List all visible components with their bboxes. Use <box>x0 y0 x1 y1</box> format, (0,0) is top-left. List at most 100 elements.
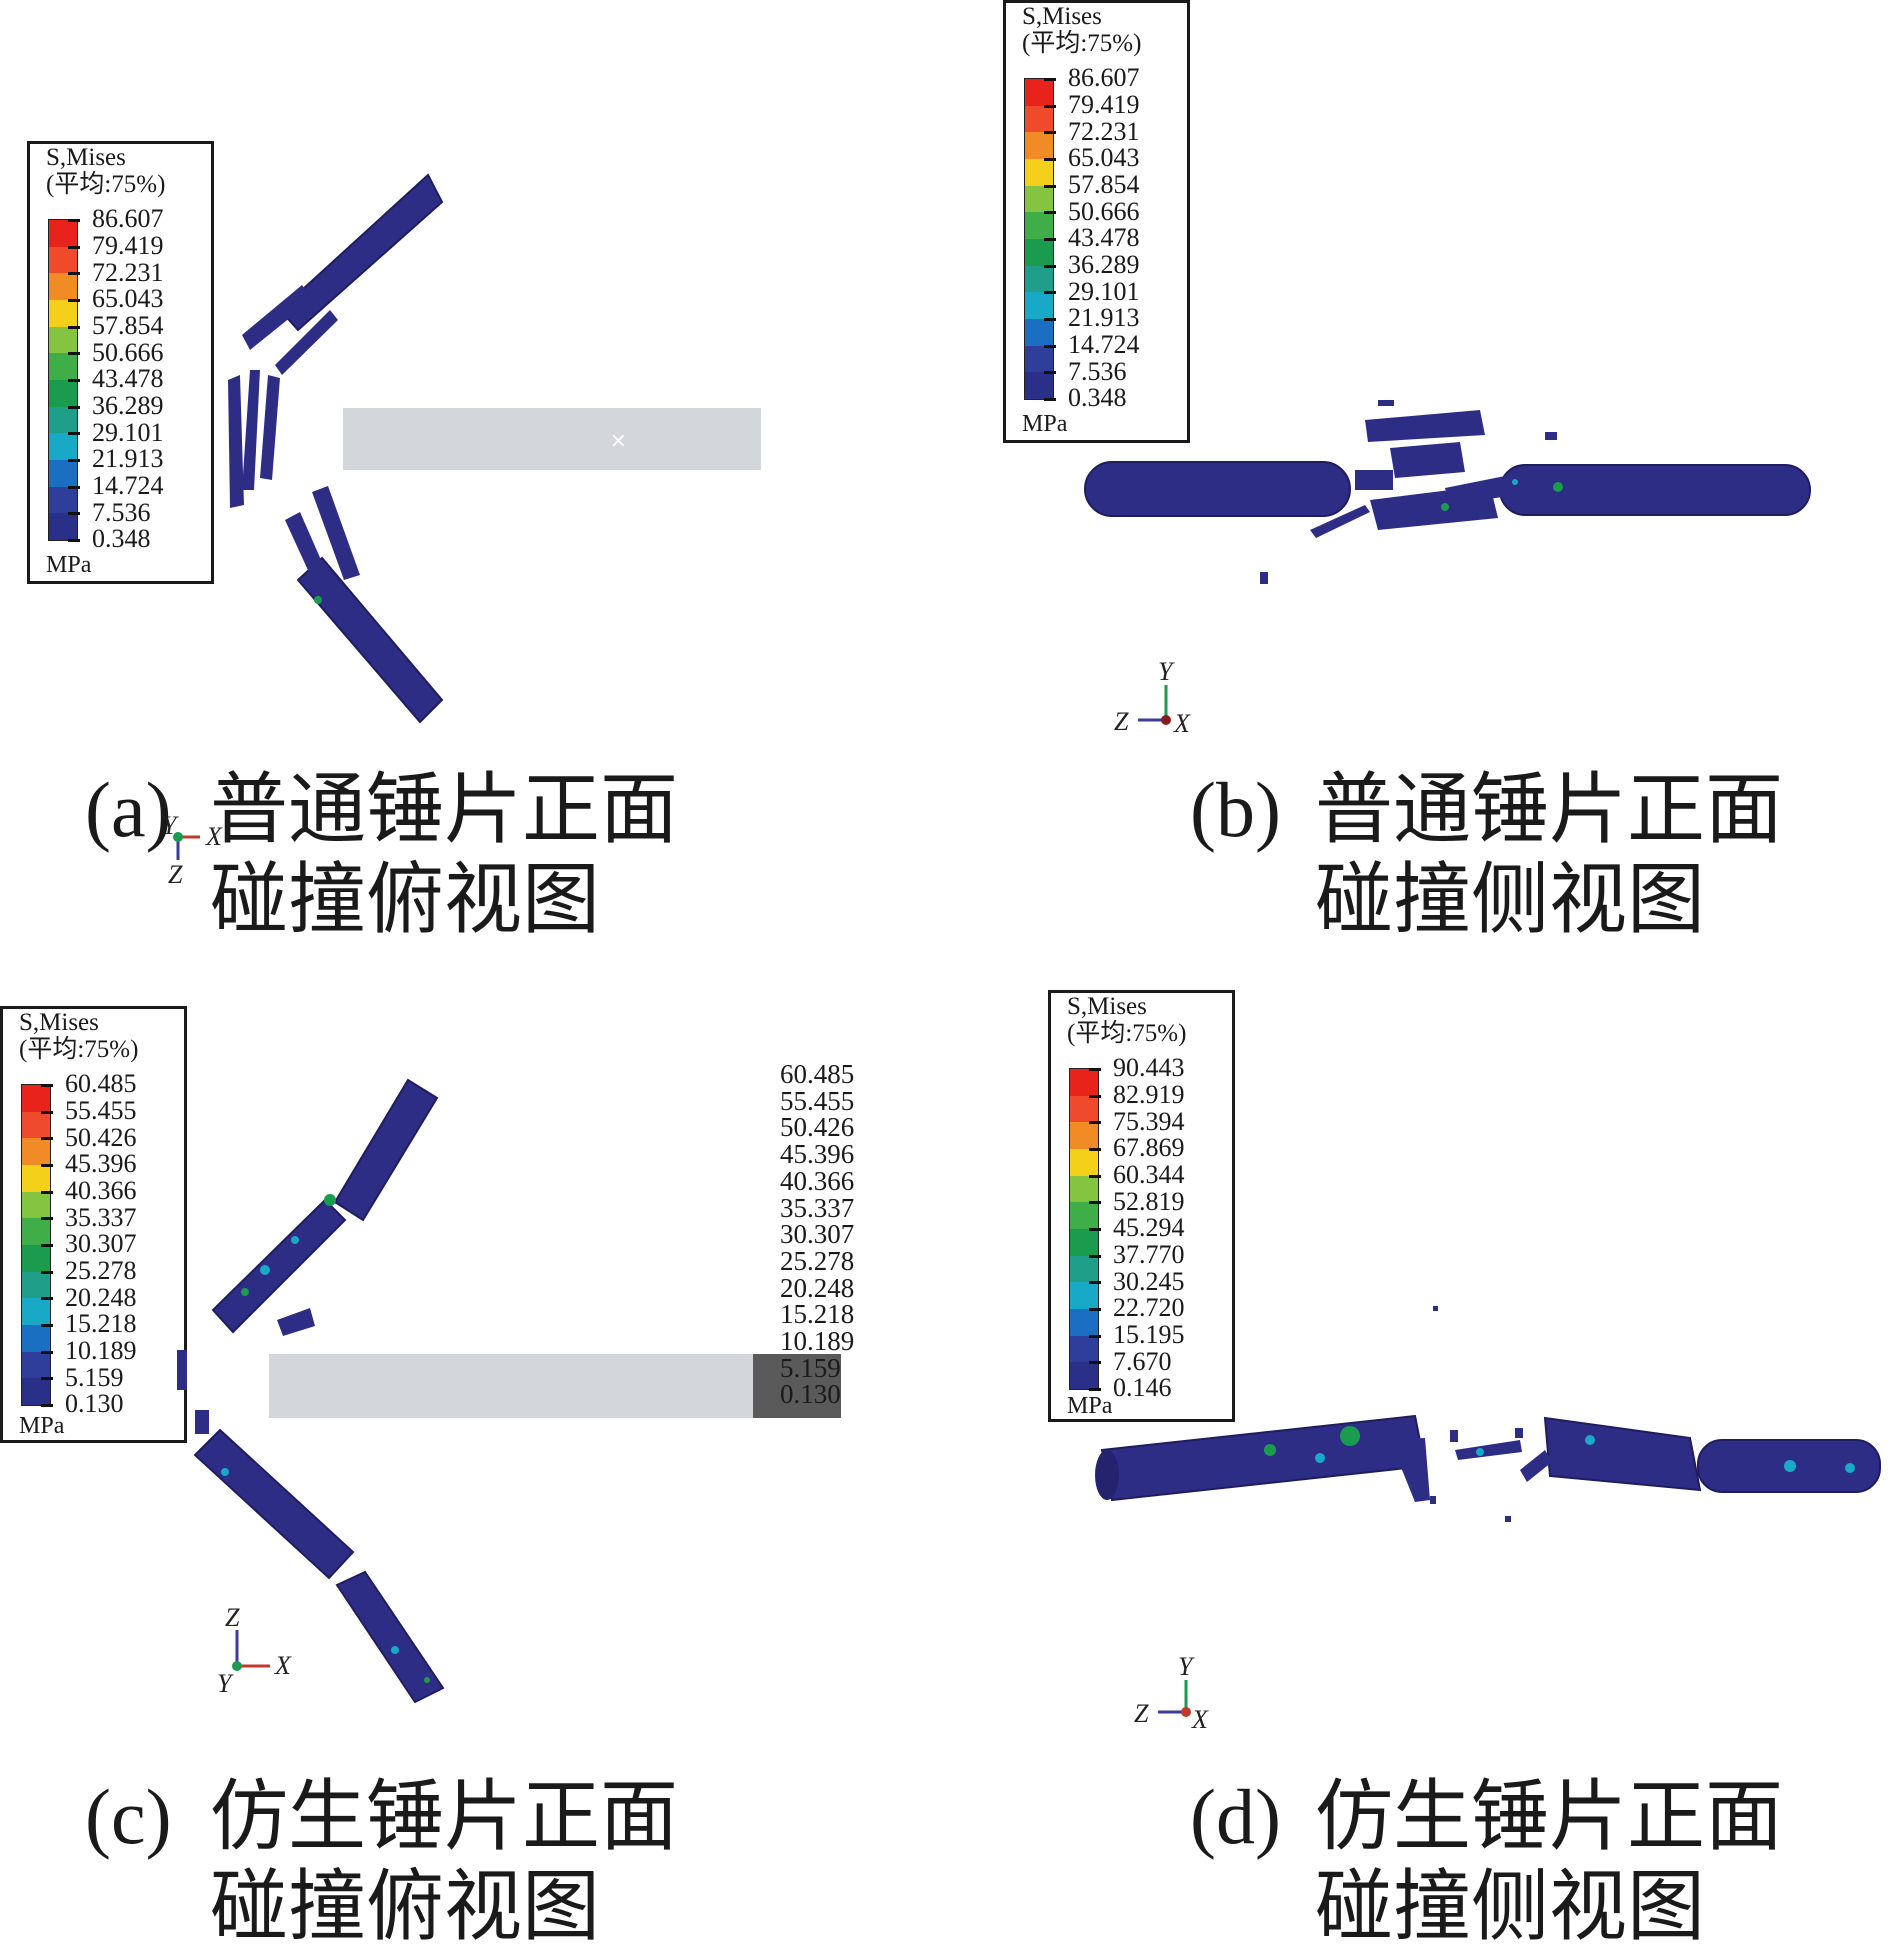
scale-tick <box>68 405 80 409</box>
color-band <box>1070 1202 1098 1230</box>
caption-line1: 仿生锤片正面 <box>1315 1773 1784 1860</box>
legend-value: 22.720 <box>1113 1293 1185 1322</box>
axis-label: X <box>1191 1705 1209 1734</box>
legend-value: 79.419 <box>1068 90 1140 119</box>
stress-spot <box>1315 1453 1325 1463</box>
hammer-fragment <box>1545 432 1557 440</box>
axis-label: Z <box>1134 1699 1149 1728</box>
scale-tick <box>1044 184 1056 188</box>
hammer-fragment <box>1450 1430 1458 1442</box>
legend-value: 30.307 <box>65 1229 137 1258</box>
color-band <box>22 1165 50 1193</box>
stress-spot <box>241 1288 249 1296</box>
color-band <box>49 220 77 248</box>
legend-value: 14.724 <box>1068 330 1140 359</box>
color-band <box>1025 105 1053 133</box>
color-band <box>22 1218 50 1246</box>
legend-title: S,Mises <box>46 144 126 171</box>
legend-value: 30.245 <box>1113 1267 1185 1296</box>
stress-legend-c: S,Mises (平均:75%) 60.485 55.455 50.426 45… <box>0 1006 187 1443</box>
scale-tick <box>41 1084 53 1087</box>
color-band <box>49 380 77 408</box>
hammer-right-inner <box>1543 1416 1702 1492</box>
axis-triad-a: Y X Z <box>162 811 223 889</box>
legend-value: 75.394 <box>1113 1107 1185 1136</box>
hammer-fragment <box>260 375 280 480</box>
legend-value: 29.101 <box>1068 277 1140 306</box>
legend-value: 45.396 <box>65 1149 137 1178</box>
scale-tick <box>1044 238 1056 241</box>
stress-spot <box>221 1468 229 1476</box>
scale-value: 20.248 <box>780 1272 855 1303</box>
legend-value: 7.670 <box>1113 1347 1172 1376</box>
hammer-fragment <box>1378 400 1394 406</box>
legend-unit: MPa <box>1022 411 1068 437</box>
scale-tick <box>1044 398 1056 401</box>
scale-tick <box>41 1244 53 1247</box>
hammer-upper <box>333 1078 439 1222</box>
scale-tick <box>68 299 80 302</box>
color-band <box>1025 345 1053 373</box>
color-band <box>22 1138 50 1166</box>
legend-value: 15.218 <box>65 1309 137 1338</box>
scale-value: 30.307 <box>780 1219 855 1250</box>
scale-value: 35.337 <box>780 1192 855 1223</box>
legend-value: 52.819 <box>1113 1187 1185 1216</box>
stress-spot <box>324 1194 336 1206</box>
color-scale-bar <box>48 219 78 541</box>
scale-value: 60.485 <box>780 1059 855 1089</box>
stress-spot <box>1585 1435 1595 1445</box>
legend-value: 21.913 <box>92 444 164 473</box>
scale-tick <box>68 219 80 222</box>
color-band <box>49 513 77 541</box>
color-band <box>1025 185 1053 213</box>
hammer-fragment <box>1260 572 1268 584</box>
axis-triad-d: Y Z X <box>1134 1652 1209 1734</box>
legend-value: 65.043 <box>1068 143 1140 172</box>
hammer-fragment <box>1515 1428 1523 1438</box>
legend-value: 40.366 <box>65 1176 137 1205</box>
legend-value: 14.724 <box>92 471 164 500</box>
scale-tick <box>1089 1281 1101 1285</box>
stress-spot <box>314 596 322 604</box>
color-band <box>49 326 77 354</box>
color-band <box>22 1111 50 1139</box>
scale-tick <box>1044 344 1056 348</box>
hammer-fragment <box>242 370 260 490</box>
hammer-fragment <box>228 375 244 508</box>
legend-subtitle: (平均:75%) <box>46 171 166 198</box>
scale-tick <box>1044 104 1056 108</box>
scale-tick <box>41 1164 53 1167</box>
hammer-fragment <box>285 512 332 592</box>
legend-value: 57.854 <box>1068 170 1140 199</box>
caption-d: (d)仿生锤片正面 碰撞侧视图 <box>1190 1772 1783 1952</box>
scale-value: 0.130 <box>780 1379 841 1410</box>
scale-tick <box>1089 1148 1101 1151</box>
scale-tick <box>1089 1308 1101 1311</box>
simulation-view-b: Y Z X <box>1084 400 1811 738</box>
legend-value: 7.536 <box>92 498 151 527</box>
scale-tick <box>68 432 80 436</box>
stress-spot <box>1441 503 1449 511</box>
legend-value: 67.869 <box>1113 1133 1185 1162</box>
simulation-view-d: Y Z X <box>1095 1306 1881 1734</box>
scale-tick <box>68 539 80 542</box>
legend-value: 36.289 <box>92 391 164 420</box>
hammer-fragment <box>1433 1306 1438 1311</box>
legend-value: 86.607 <box>1068 63 1140 92</box>
color-band <box>49 486 77 514</box>
color-band <box>1070 1362 1098 1390</box>
legend-value: 0.348 <box>1068 383 1127 412</box>
scale-tick <box>68 325 80 329</box>
color-band <box>1025 159 1053 187</box>
scale-tick <box>1044 158 1056 161</box>
stress-legend-b: S,Mises (平均:75%) 86.607 79.419 72.231 65… <box>1003 0 1190 443</box>
hammer-right <box>1499 464 1811 516</box>
caption-line2: 碰撞俯视图 <box>210 856 601 943</box>
legend-value: 50.426 <box>65 1123 137 1152</box>
legend-value: 72.231 <box>92 258 164 287</box>
caption-line2: 碰撞俯视图 <box>210 1863 601 1950</box>
caption-c: (c)仿生锤片正面 碰撞俯视图 <box>85 1772 678 1952</box>
legend-value: 45.294 <box>1113 1213 1185 1242</box>
stress-spot <box>1512 479 1518 485</box>
